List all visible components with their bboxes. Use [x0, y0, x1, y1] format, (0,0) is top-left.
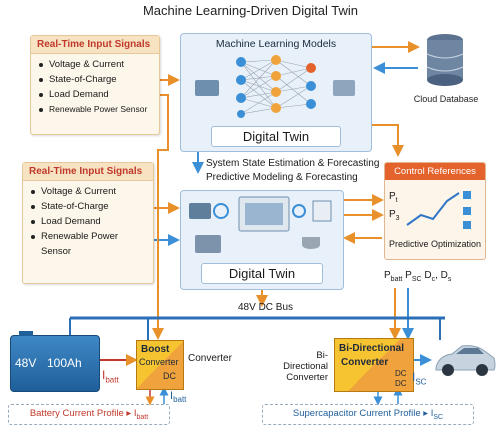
- input-item: Load Demand: [31, 214, 147, 229]
- page-title: Machine Learning-Driven Digital Twin: [142, 3, 359, 18]
- bidir-dc-1: DC: [395, 369, 407, 378]
- input-item: Renewable Power: [31, 229, 147, 244]
- battery-pack: 48V 100Ah: [10, 331, 100, 392]
- input-item: Voltage & Current: [31, 184, 147, 199]
- digital-twin-label-top: Digital Twin: [211, 126, 341, 147]
- control-references-panel: Control References Pt P3 Predictive Opti…: [384, 162, 486, 260]
- battery-capacity: 100Ah: [47, 356, 82, 370]
- digital-twin-panel-lower: Digital Twin: [180, 190, 344, 290]
- bidirectional-converter: Bi-Directional Converter DC DC: [334, 338, 414, 392]
- input-signals-header: Real-Time Input Signals: [23, 163, 153, 181]
- arrow-ml-to-control: [372, 124, 404, 157]
- boost-label-3: DC: [163, 371, 176, 381]
- cloud-database-icon: [426, 34, 464, 86]
- predictive-optimization-label: Predictive Optimization: [388, 239, 482, 249]
- isc-label: ISC: [412, 370, 427, 387]
- input-item: Renewable Power Sensor: [39, 102, 153, 117]
- digital-twin-label-lower: Digital Twin: [201, 263, 323, 284]
- ibatt-label-left: Ibatt: [102, 368, 119, 385]
- input-item: State-of-Charge: [31, 199, 147, 214]
- boost-label-1: Boost: [141, 344, 170, 355]
- cloud-database-label: Cloud Database: [413, 94, 479, 104]
- ibatt-label-under: Ibatt: [170, 390, 187, 405]
- input-item-continued: Sensor: [41, 246, 72, 257]
- estimation-text-1: System State Estimation & Forecasting: [206, 158, 380, 169]
- dc-bus-label: 48V DC Bus: [238, 302, 294, 313]
- input-item: Load Demand: [39, 87, 153, 102]
- boost-converter: Boost Converter DC: [136, 340, 184, 390]
- input-signals-panel-bottom: Real-Time Input Signals Voltage & Curren…: [22, 162, 154, 284]
- ml-models-title: Machine Learning Models: [215, 38, 337, 50]
- control-p2: P3: [389, 209, 400, 222]
- twin-equipment-icon: [189, 196, 332, 253]
- battery-terminal: [19, 331, 33, 336]
- electric-car-icon: [435, 345, 496, 376]
- boost-label-2: Converter: [139, 357, 179, 367]
- neural-network-icon: [195, 55, 355, 118]
- optimization-chart-icon: [406, 191, 471, 229]
- arrow-left-rail: [152, 94, 169, 340]
- input-item: State-of-Charge: [39, 72, 153, 87]
- estimation-text-2: Predictive Modeling & Forecasting: [206, 172, 358, 183]
- boost-caption: Converter: [188, 353, 232, 364]
- control-output-labels: Pbatt PSC Dc, Ds: [384, 270, 452, 283]
- supercapacitor-current-profile: Supercapacitor Current Profile ▸ ISC: [262, 404, 474, 425]
- battery-voltage: 48V: [15, 356, 37, 370]
- control-p1: Pt: [389, 191, 398, 204]
- input-item: Voltage & Current: [39, 57, 153, 72]
- input-signals-header: Real-Time Input Signals: [31, 36, 159, 54]
- input-signals-panel-top: Real-Time Input Signals Voltage & Curren…: [30, 35, 160, 135]
- ml-models-panel: Machine Learning Models Digital Twin: [180, 33, 372, 152]
- bidir-label-1: Bi-Directional: [339, 343, 405, 354]
- bidir-dc-2: DC: [395, 379, 407, 388]
- bidir-label-2: Converter: [341, 357, 389, 368]
- control-references-header: Control References: [385, 163, 485, 180]
- battery-current-profile: Battery Current Profile ▸ Ibatt: [8, 404, 170, 425]
